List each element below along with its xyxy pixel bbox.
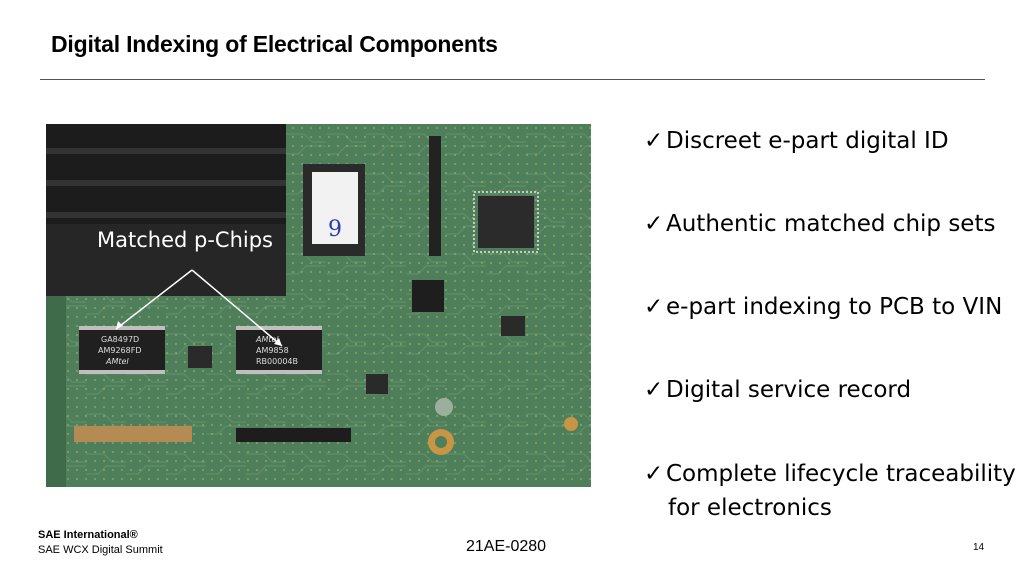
svg-text:AMtel: AMtel <box>255 335 279 344</box>
footer-event: SAE WCX Digital Summit <box>38 544 163 556</box>
bullet-item: ✓Authentic matched chip sets <box>644 211 995 237</box>
vertical-connector <box>429 136 441 256</box>
svg-text:GA8497D: GA8497D <box>101 335 139 344</box>
bullet-item: ✓Complete lifecycle traceability for ele… <box>644 461 1016 529</box>
title-divider <box>40 79 985 80</box>
edge-connector <box>74 426 192 442</box>
pcb-illustration: 9 GA8497D AM9268FD AMtel AMtel AM <box>46 124 591 487</box>
svg-text:RB00004B: RB00004B <box>256 357 298 366</box>
ribbon-connector <box>236 428 351 442</box>
check-icon: ✓ <box>644 294 664 320</box>
bullet-text: e-part indexing to PCB to VIN <box>666 294 1003 320</box>
slide-title: Digital Indexing of Electrical Component… <box>51 31 498 57</box>
bullet-text: Digital service record <box>666 377 912 403</box>
footer-organization: SAE International® <box>38 529 138 541</box>
check-icon: ✓ <box>644 461 664 487</box>
arrow-right <box>191 269 283 347</box>
bullet-item: ✓Discreet e-part digital ID <box>644 128 949 154</box>
regulator <box>412 280 444 312</box>
bullet-item: ✓e-part indexing to PCB to VIN <box>644 294 1002 320</box>
bullet-item: ✓Digital service record <box>644 377 911 403</box>
check-icon: ✓ <box>644 128 664 154</box>
qfp-chip <box>478 196 534 248</box>
bullet-text: Discreet e-part digital ID <box>666 128 949 154</box>
pcb-photo: 9 GA8497D AM9268FD AMtel AMtel AM <box>46 124 591 487</box>
sticker-text: 9 <box>328 217 342 242</box>
p-chip-right: AMtel AM9858 RB00004B <box>236 326 322 374</box>
bullet-continuation: for electronics <box>668 495 832 521</box>
svg-text:AM9268FD: AM9268FD <box>98 346 142 355</box>
check-icon: ✓ <box>644 377 664 403</box>
svg-text:AM9858: AM9858 <box>256 346 289 355</box>
page-number: 14 <box>973 542 985 553</box>
bullet-text: Complete lifecycle traceability <box>666 461 1016 487</box>
paper-code: 21AE-0280 <box>466 538 547 555</box>
arrow-left <box>115 269 193 330</box>
matched-p-chips-label: Matched p-Chips <box>97 228 273 252</box>
svg-text:AMtel: AMtel <box>105 357 129 366</box>
p-chip-left: GA8497D AM9268FD AMtel <box>79 326 165 374</box>
check-icon: ✓ <box>644 211 664 237</box>
bullet-text: Authentic matched chip sets <box>666 211 996 237</box>
